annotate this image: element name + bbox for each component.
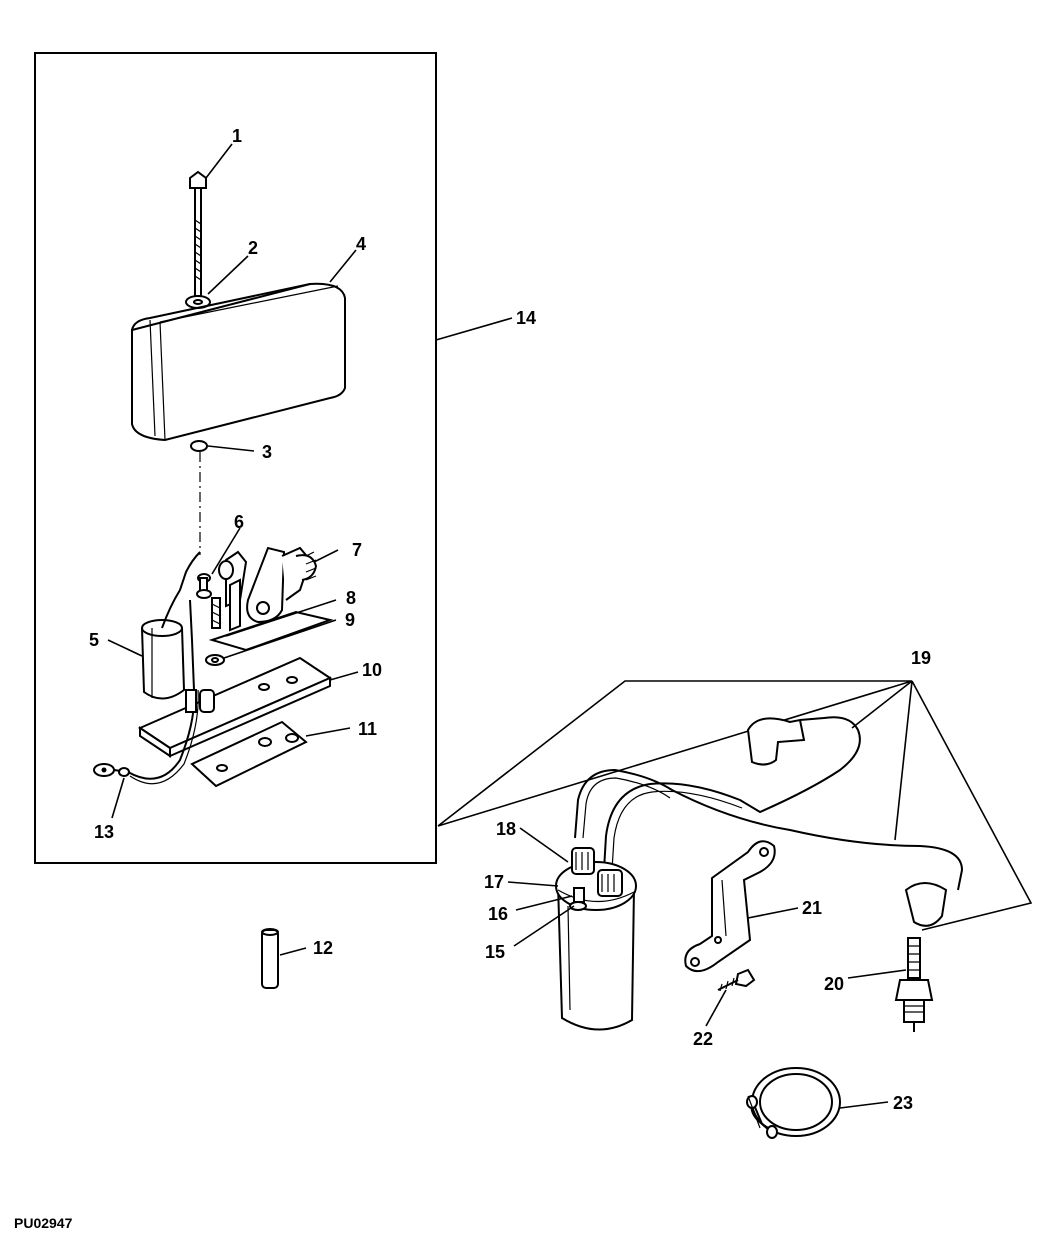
leader-lines (107, 143, 907, 1109)
callout-labels: 1 2 3 4 5 6 7 8 9 10 11 12 13 14 15 16 1… (89, 126, 931, 1113)
terminal-part-15 (569, 901, 587, 911)
ignition-wire-set-part-19 (437, 680, 1033, 931)
callout-4: 4 (356, 234, 366, 254)
coil-bracket-part-21 (684, 840, 776, 973)
callout-3: 3 (262, 442, 272, 462)
spark-plug-part-20 (894, 937, 934, 1032)
callout-6: 6 (234, 512, 244, 532)
pin-part-12 (261, 928, 279, 989)
callout-15: 15 (485, 942, 505, 962)
callout-17: 17 (484, 872, 504, 892)
callout-2: 2 (248, 238, 258, 258)
ignition-coil-part-17 (555, 861, 637, 1031)
callout-16: 16 (488, 904, 508, 924)
callout-1: 1 (232, 126, 242, 146)
callout-9: 9 (345, 610, 355, 630)
condenser-part-5 (140, 551, 201, 700)
insulator-plate-part-11 (190, 720, 308, 788)
figure-code: PU02947 (14, 1215, 73, 1231)
callout-7: 7 (352, 540, 362, 560)
callout-20: 20 (824, 974, 844, 994)
ignition-module-assembly-frame (34, 52, 437, 864)
screw-part-6 (196, 573, 212, 599)
terminal-nut-part-18 (571, 847, 595, 875)
callout-21: 21 (802, 898, 822, 918)
washer-part-9 (205, 654, 225, 666)
callout-11: 11 (358, 719, 377, 739)
terminal-part-16 (573, 887, 585, 903)
terminal-nut-secondary (597, 869, 623, 897)
lock-washer-part-3 (190, 440, 208, 452)
callout-23: 23 (893, 1093, 913, 1113)
breaker-points-part-7 (208, 546, 334, 652)
callout-22: 22 (693, 1029, 713, 1049)
callout-13: 13 (94, 822, 114, 842)
callout-10: 10 (362, 660, 382, 680)
screw-part-8 (211, 597, 221, 629)
ground-lead-part-13 (93, 599, 215, 785)
callout-19: 19 (911, 648, 931, 668)
cover-part-4 (131, 282, 346, 442)
screw-part-22 (717, 968, 756, 992)
mounting-plate-part-10 (137, 656, 333, 758)
bolt-part-1 (189, 170, 207, 297)
callout-5: 5 (89, 630, 99, 650)
callout-18: 18 (496, 819, 516, 839)
callout-12: 12 (313, 938, 333, 958)
callout-14: 14 (516, 308, 536, 328)
callout-8: 8 (346, 588, 356, 608)
clamp-part-23 (746, 1067, 841, 1139)
